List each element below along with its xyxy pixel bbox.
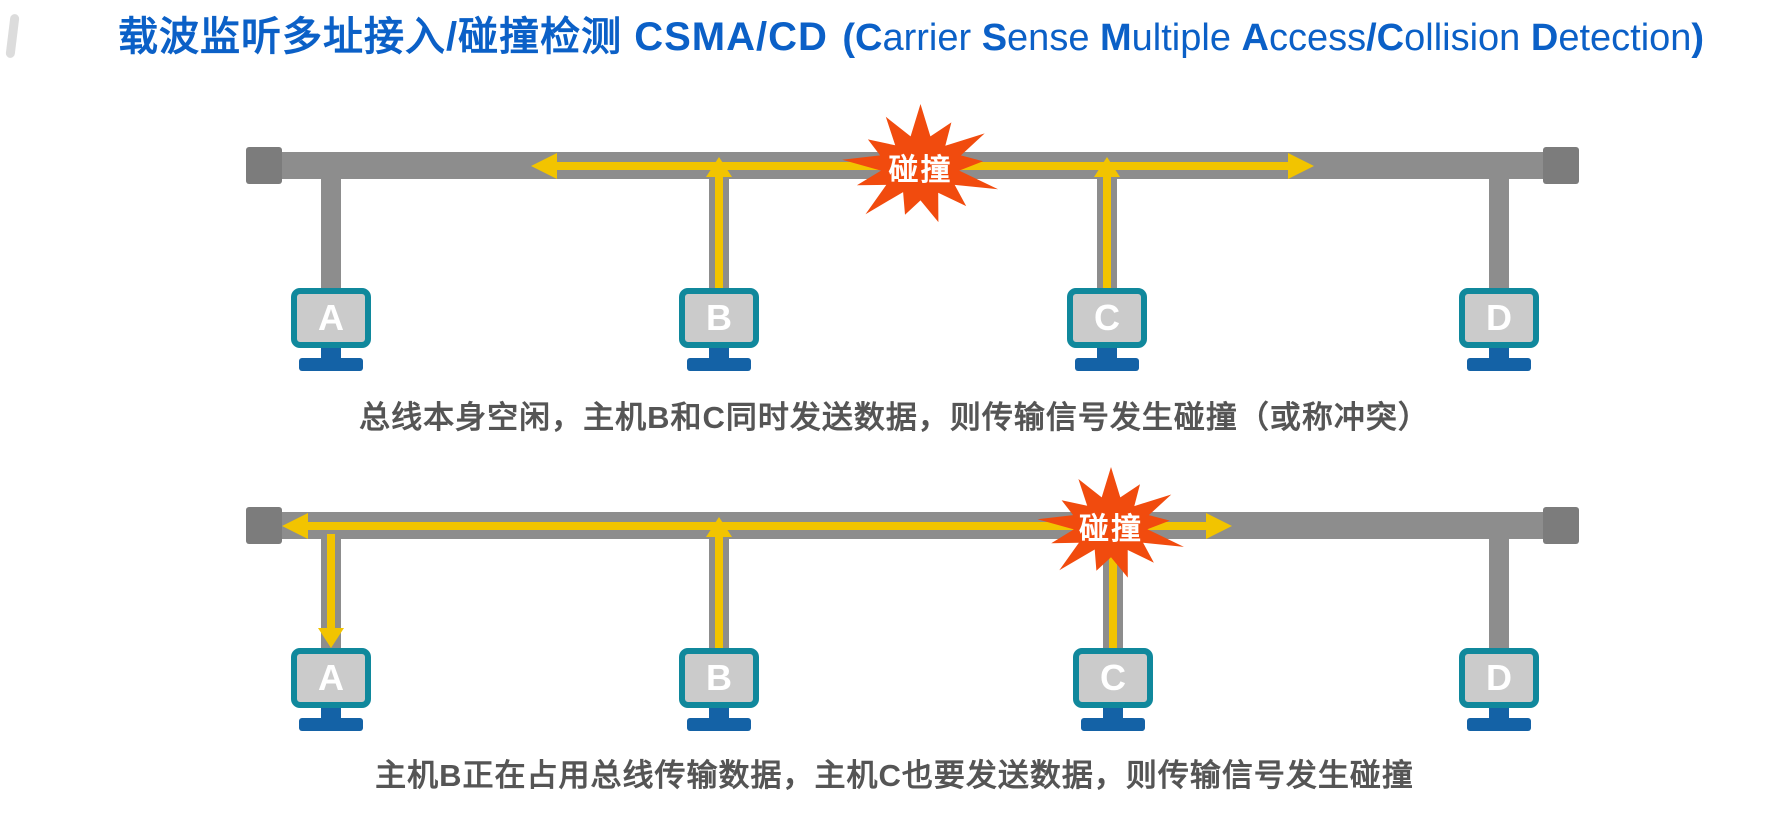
signal-arrow-right-icon-2 xyxy=(1206,513,1232,539)
host-monitor-b-2: B xyxy=(679,648,759,731)
drop-cable-d-1 xyxy=(1489,178,1509,290)
collision-label-1: 碰撞 xyxy=(888,154,953,187)
monitor-stand-neck xyxy=(709,708,729,719)
host-monitor-d-1: D xyxy=(1459,288,1539,371)
monitor-screen: D xyxy=(1459,648,1539,708)
host-label-d: D xyxy=(1486,297,1512,338)
monitor-stand-base xyxy=(687,718,751,731)
monitor-stand-base xyxy=(1467,358,1531,371)
host-monitor-b-1: B xyxy=(679,288,759,371)
host-label-c: C xyxy=(1094,297,1120,338)
bus-signal-line-2 xyxy=(296,522,1206,530)
monitor-stand-base xyxy=(299,718,363,731)
starburst-shape-2 xyxy=(1037,467,1184,578)
monitor-screen: A xyxy=(291,648,371,708)
host-monitor-c-2: C xyxy=(1073,648,1153,731)
uplink-arrow-b-icon-1 xyxy=(706,157,732,177)
diagram-1-caption: 总线本身空闲，主机B和C同时发送数据，则传输信号发生碰撞（或称冲突） xyxy=(359,400,1430,435)
monitor-stand-neck xyxy=(321,348,341,359)
host-monitor-a-2: A xyxy=(291,648,371,731)
title-english: (Carrier Sense Multiple Access/Collision… xyxy=(842,17,1705,59)
monitor-screen: C xyxy=(1067,288,1147,348)
collision-label-2: 碰撞 xyxy=(1079,513,1143,546)
monitor-stand-neck xyxy=(1489,708,1509,719)
monitor-stand-neck xyxy=(321,708,341,719)
host-label-b: B xyxy=(706,297,732,338)
drop-cable-a-1 xyxy=(321,178,341,290)
monitor-screen: C xyxy=(1073,648,1153,708)
bus-terminator-right-2 xyxy=(1543,507,1579,544)
diagram-2-caption: 主机B正在占用总线传输数据，主机C也要发送数据，则传输信号发生碰撞 xyxy=(375,758,1414,793)
host-monitor-c-1: C xyxy=(1067,288,1147,371)
uplink-signal-c-1 xyxy=(1103,174,1111,288)
collision-burst-icon-2: 碰撞 xyxy=(1032,466,1190,586)
monitor-stand-base xyxy=(1075,358,1139,371)
downlink-arrow-a-icon-2 xyxy=(318,628,344,648)
host-label-a: A xyxy=(318,657,344,698)
monitor-screen: B xyxy=(679,288,759,348)
host-label-a: A xyxy=(318,297,344,338)
bus-terminator-right-1 xyxy=(1543,147,1579,184)
uplink-signal-b-2 xyxy=(715,534,723,648)
uplink-signal-b-1 xyxy=(715,174,723,288)
host-monitor-d-2: D xyxy=(1459,648,1539,731)
bus-terminator-left-1 xyxy=(246,147,282,184)
monitor-stand-base xyxy=(687,358,751,371)
uplink-arrow-b-icon-2 xyxy=(706,517,732,537)
signal-arrow-left-icon-2 xyxy=(282,513,308,539)
host-monitor-a-1: A xyxy=(291,288,371,371)
host-label-c: C xyxy=(1100,657,1126,698)
signal-arrow-right-icon-1 xyxy=(1288,153,1314,179)
monitor-stand-base xyxy=(1467,718,1531,731)
monitor-stand-base xyxy=(1081,718,1145,731)
page-title: 载波监听多址接入/碰撞检测 CSMA/CD (Carrier Sense Mul… xyxy=(118,8,1704,75)
bus-terminator-left-2 xyxy=(246,507,282,544)
uplink-arrow-c-icon-1 xyxy=(1094,157,1120,177)
collision-burst-icon-1: 碰撞 xyxy=(837,103,1004,231)
monitor-screen: B xyxy=(679,648,759,708)
monitor-stand-neck xyxy=(1489,348,1509,359)
monitor-stand-base xyxy=(299,358,363,371)
corner-watermark-artifact xyxy=(5,13,20,59)
starburst-shape-1 xyxy=(842,104,999,223)
drop-cable-d-2 xyxy=(1489,538,1509,650)
monitor-stand-neck xyxy=(1103,708,1123,719)
monitor-screen: A xyxy=(291,288,371,348)
uplink-signal-c-2 xyxy=(1109,534,1117,648)
signal-arrow-left-icon-1 xyxy=(531,153,557,179)
title-chinese: 载波监听多址接入/碰撞检测 CSMA/CD xyxy=(118,15,828,59)
host-label-b: B xyxy=(706,657,732,698)
monitor-stand-neck xyxy=(1097,348,1117,359)
monitor-stand-neck xyxy=(709,348,729,359)
downlink-signal-a-2 xyxy=(327,534,335,630)
host-label-d: D xyxy=(1486,657,1512,698)
monitor-screen: D xyxy=(1459,288,1539,348)
